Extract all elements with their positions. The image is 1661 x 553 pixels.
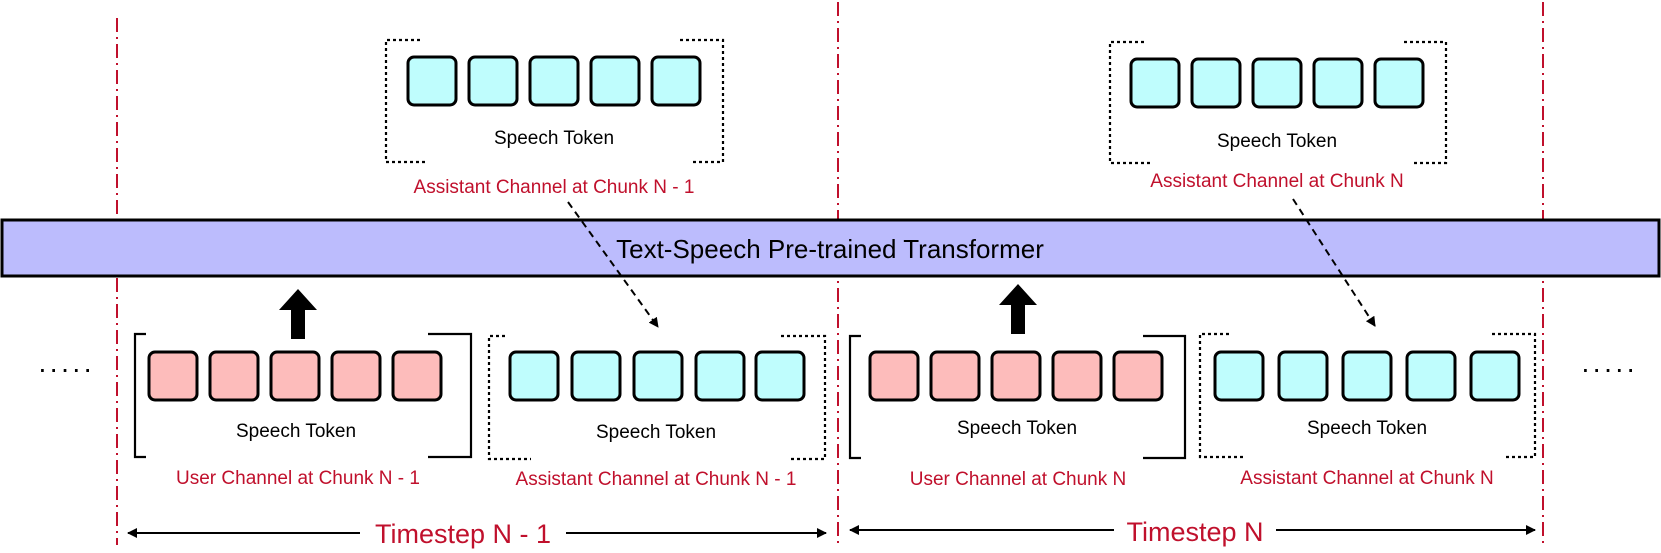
- dashed-arrow-n-minus-1: [567, 201, 659, 328]
- speech-token-label: Speech Token: [957, 418, 1077, 439]
- bottom-assistant-group-n: Speech Token Assistant Channel at Chunk …: [1198, 332, 1537, 489]
- dotted-bracket-left: [1198, 332, 1244, 459]
- speech-token: [1129, 57, 1181, 109]
- speech-token: [754, 350, 806, 402]
- speech-token: [1277, 350, 1329, 402]
- speech-token: [1341, 350, 1393, 402]
- speech-token-label: Speech Token: [1217, 131, 1337, 152]
- speech-token: [1213, 350, 1265, 402]
- bottom-assistant-group-n-minus-1: Speech Token Assistant Channel at Chunk …: [487, 334, 827, 490]
- speech-token: [570, 350, 622, 402]
- speech-token: [868, 350, 920, 402]
- speech-token: [467, 55, 519, 107]
- ellipsis-right: ·····: [1581, 353, 1638, 384]
- bottom-group-caption: User Channel at Chunk N - 1: [176, 468, 420, 489]
- speech-token: [406, 55, 458, 107]
- bottom-group-caption: User Channel at Chunk N: [910, 469, 1127, 490]
- solid-bracket-right: [1143, 334, 1187, 460]
- timestep-span-n-minus-1: Timestep N - 1: [127, 519, 827, 549]
- dotted-bracket-right: [680, 38, 725, 164]
- speech-token: [269, 350, 321, 402]
- bottom-group-caption: Assistant Channel at Chunk N - 1: [516, 469, 797, 490]
- speech-token: [929, 350, 981, 402]
- speech-token: [1469, 350, 1521, 402]
- timestep-label: Timestep N: [1126, 517, 1263, 547]
- solid-bracket-right: [428, 332, 473, 459]
- dotted-bracket-left: [1108, 40, 1152, 165]
- speech-token: [508, 350, 560, 402]
- speech-token: [391, 350, 443, 402]
- bottom-user-group-n-minus-1: Speech Token User Channel at Chunk N - 1: [133, 332, 473, 489]
- solid-bracket-left: [133, 332, 146, 459]
- dotted-bracket-right: [1492, 332, 1537, 459]
- timestep-label: Timestep N - 1: [375, 519, 551, 549]
- speech-token: [650, 55, 702, 107]
- top-assistant-group-n-minus-1: Speech Token Assistant Channel at Chunk …: [384, 38, 725, 198]
- solid-bracket-left: [848, 334, 861, 460]
- speech-token: [208, 350, 260, 402]
- transformer-block: Text-Speech Pre-trained Transformer: [0, 218, 1661, 278]
- speech-token: [1051, 350, 1103, 402]
- up-arrow-n-minus-1: [279, 289, 317, 339]
- bottom-group-caption: Assistant Channel at Chunk N: [1240, 468, 1493, 489]
- bottom-user-group-n: Speech Token User Channel at Chunk N: [848, 334, 1187, 490]
- transformer-bar: [0, 218, 1661, 278]
- speech-token-label: Speech Token: [236, 421, 356, 442]
- speech-token: [990, 350, 1042, 402]
- speech-token-label: Speech Token: [1307, 418, 1427, 439]
- speech-token-label: Speech Token: [494, 128, 614, 149]
- speech-token: [1312, 57, 1364, 109]
- speech-token: [1112, 350, 1164, 402]
- dashed-arrow-n: [1292, 198, 1376, 327]
- speech-token: [1405, 350, 1457, 402]
- dotted-bracket-left: [384, 38, 426, 164]
- speech-token: [632, 350, 684, 402]
- speech-token: [694, 350, 746, 402]
- feedback-arrows: [567, 198, 1376, 328]
- speech-token: [1251, 57, 1303, 109]
- ellipsis-left: ·····: [38, 353, 95, 384]
- timestep-span-n: Timestep N: [849, 517, 1536, 547]
- top-assistant-group-n: Speech Token Assistant Channel at Chunk …: [1108, 40, 1448, 192]
- transformer-label: Text-Speech Pre-trained Transformer: [616, 234, 1044, 264]
- top-group-caption: Assistant Channel at Chunk N: [1150, 171, 1403, 192]
- dotted-bracket-right: [1404, 40, 1448, 165]
- dotted-bracket-left: [487, 334, 531, 461]
- input-arrows: [279, 284, 1037, 339]
- speech-token: [147, 350, 199, 402]
- speech-token: [589, 55, 641, 107]
- top-group-caption: Assistant Channel at Chunk N - 1: [414, 177, 695, 198]
- up-arrow-n: [999, 284, 1037, 334]
- speech-token: [330, 350, 382, 402]
- speech-token: [1373, 57, 1425, 109]
- speech-token: [528, 55, 580, 107]
- speech-token: [1190, 57, 1242, 109]
- speech-token-label: Speech Token: [596, 422, 716, 443]
